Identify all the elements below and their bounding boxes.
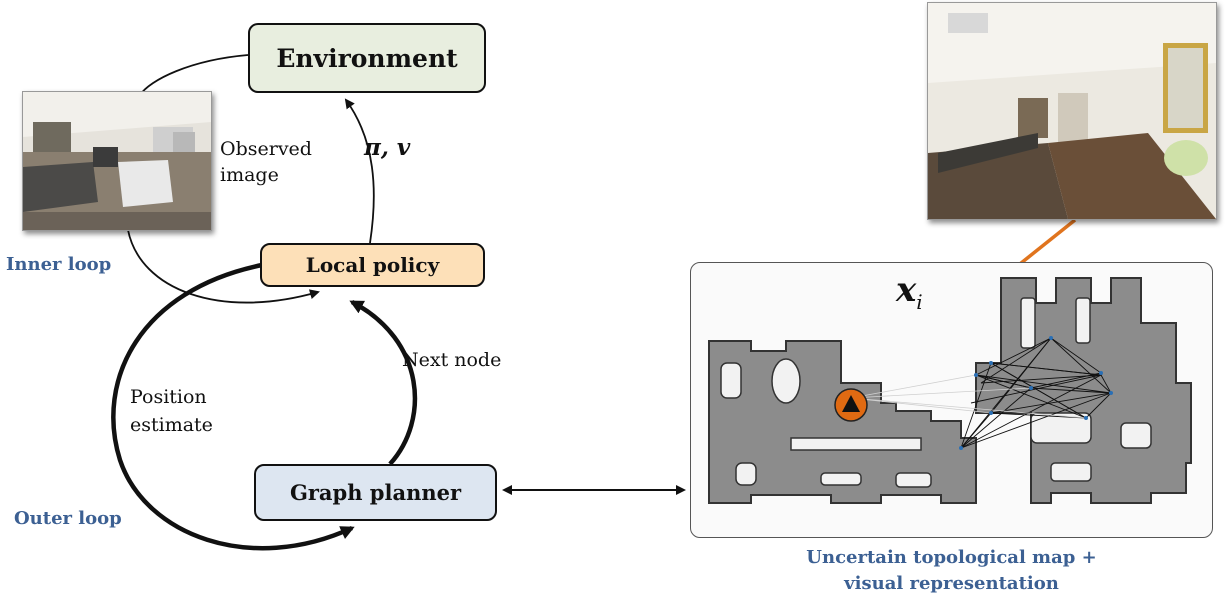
- map-caption-line1: Uncertain topological map +: [806, 547, 1097, 568]
- indoor-living-room-icon: [23, 92, 211, 230]
- x-i-subscript: i: [916, 289, 923, 314]
- robot-position-marker-icon: [834, 388, 868, 422]
- outer-loop-right-arc: [349, 300, 418, 466]
- x-i-label: xi: [896, 270, 923, 314]
- graph-faint-edges: [850, 374, 1087, 419]
- x-i-base: x: [896, 270, 917, 310]
- graph-nodes: [959, 336, 1113, 450]
- floor-map: [708, 277, 1192, 504]
- observed-image-line2: image: [220, 164, 279, 186]
- map-caption-line2: visual representation: [844, 573, 1059, 594]
- graph-planner-label: Graph planner: [289, 480, 462, 505]
- position-line1: Position: [130, 386, 207, 408]
- observed-image-line1: Observed: [220, 138, 312, 160]
- topological-map-panel: [690, 262, 1213, 538]
- position-estimate-label: Position estimate: [130, 383, 213, 439]
- outer-loop-left-arc: [111, 262, 355, 551]
- inner-loop-right-arc: [344, 98, 375, 244]
- graph-planner-box: Graph planner: [254, 464, 497, 521]
- observed-image-photo: [22, 91, 212, 231]
- map-caption: Uncertain topological map + visual repre…: [690, 545, 1213, 597]
- local-policy-label: Local policy: [305, 253, 440, 277]
- observed-image-label: Observed image: [220, 136, 312, 188]
- pi-v-label: π, v: [364, 134, 411, 161]
- position-line2: estimate: [130, 414, 213, 436]
- indoor-hallway-icon: [928, 3, 1216, 219]
- next-node-label: Next node: [402, 349, 502, 371]
- viewpoint-photo: [927, 2, 1217, 220]
- local-policy-box: Local policy: [260, 243, 485, 287]
- inner-loop-top-arc: [139, 54, 249, 96]
- inner-loop-bottom-arc: [127, 229, 320, 304]
- environment-box: Environment: [248, 23, 486, 93]
- environment-label: Environment: [276, 43, 458, 73]
- inner-loop-label: Inner loop: [6, 254, 112, 275]
- outer-loop-label: Outer loop: [14, 508, 122, 529]
